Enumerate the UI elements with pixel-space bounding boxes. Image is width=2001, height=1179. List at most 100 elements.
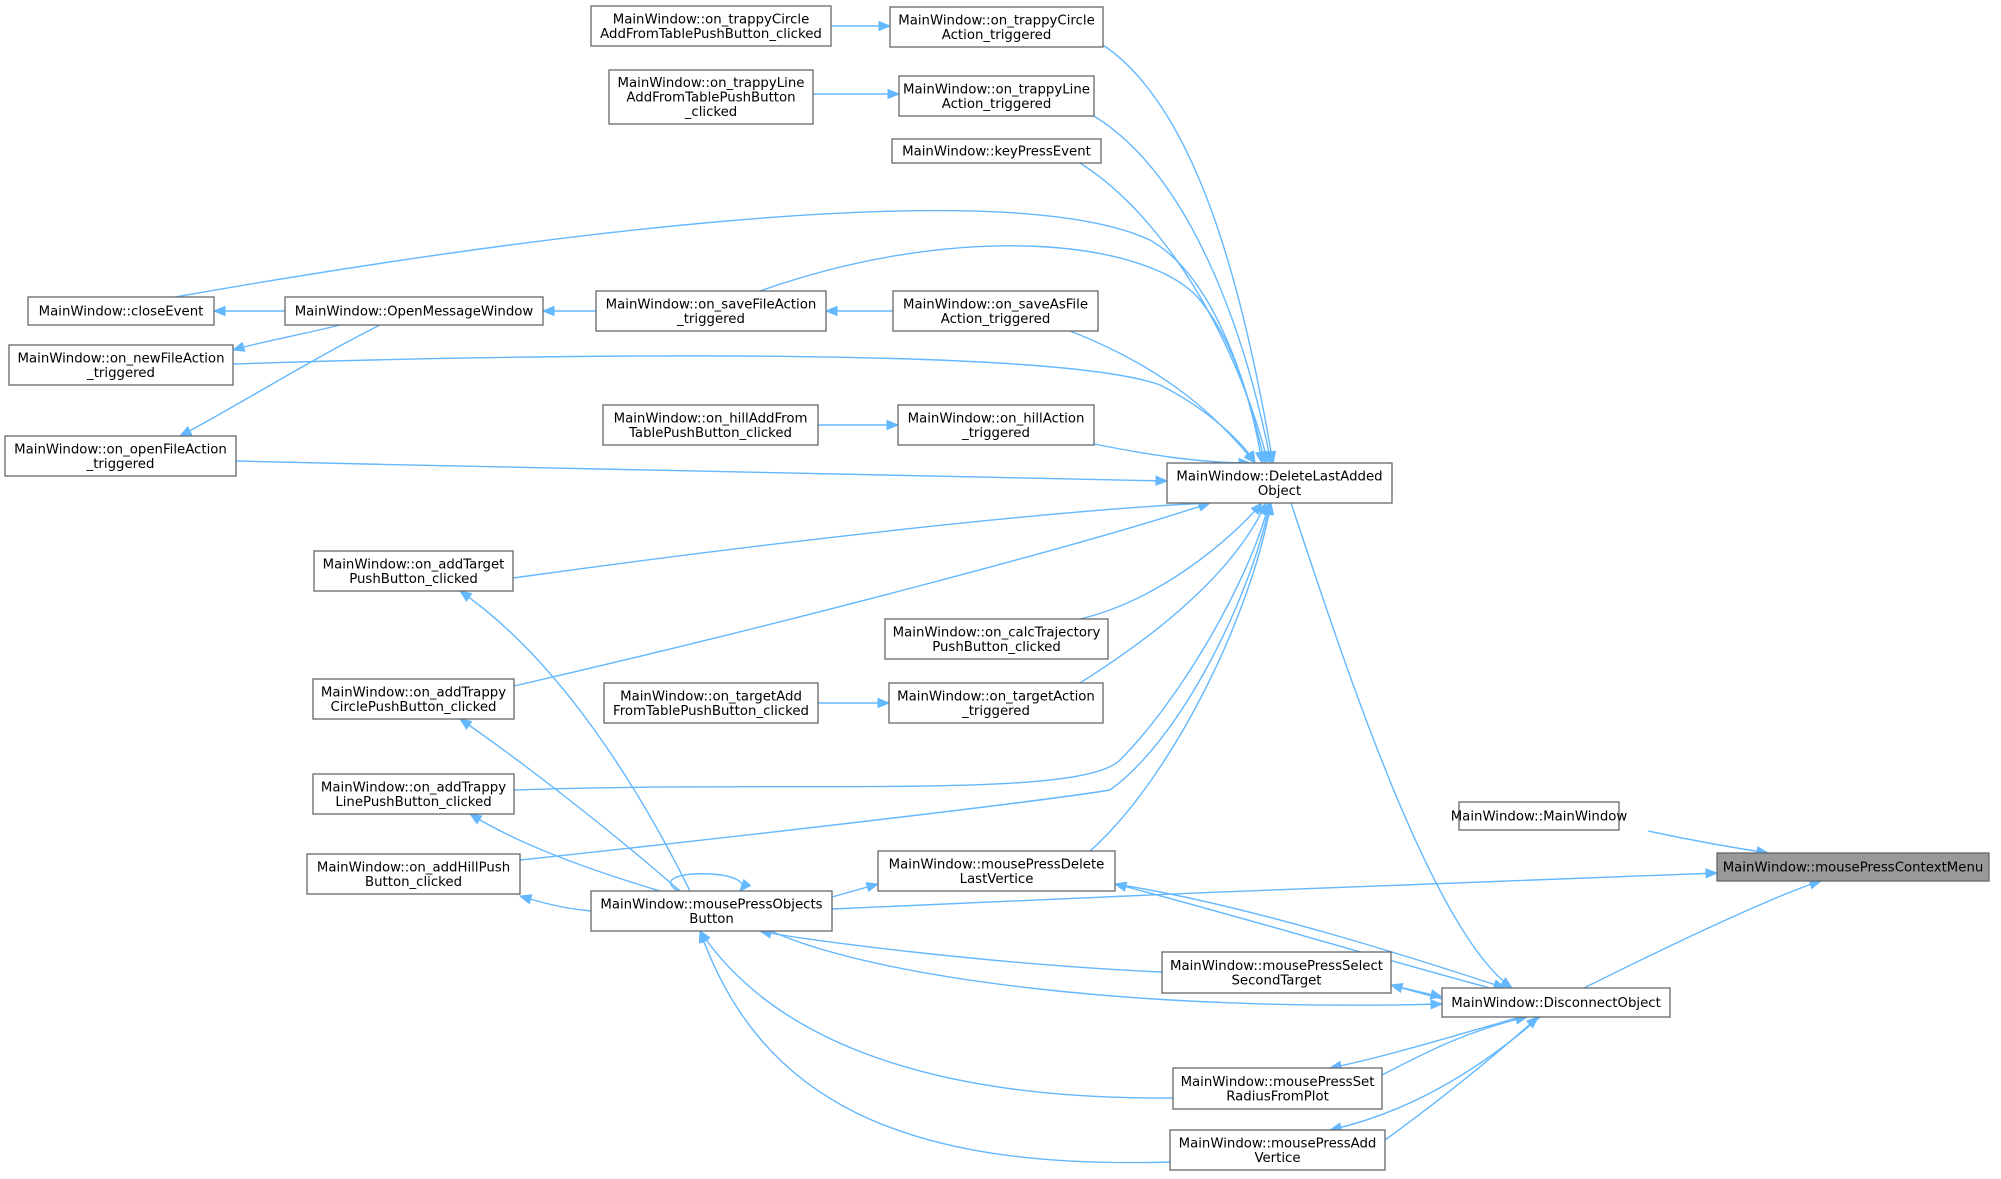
node-box [1172,1067,1383,1110]
node-box [8,344,234,386]
edge-line [459,718,681,892]
node-label-line: MainWindow::DeleteLastAdded [1176,469,1382,484]
node-box [313,550,514,592]
node-label-line: MainWindow::mousePressAdd [1179,1136,1377,1151]
node-targetAdd[interactable]: MainWindow::on_targetAddFromTablePushBut… [603,682,819,724]
edge-line [1329,1016,1521,1069]
node-box [603,682,819,724]
node-hillAdd[interactable]: MainWindow::on_hillAddFromTablePushButto… [602,404,819,446]
node-layer: MainWindow::mousePressContextMenuMainWin… [4,5,1990,1171]
edge-openFile-to-delete [235,460,1169,486]
edge-layer [174,20,1823,1164]
node-tcAdd[interactable]: MainWindow::on_trappyCircleAddFromTableP… [590,5,832,47]
node-box [590,5,832,47]
node-tlAction[interactable]: MainWindow::on_trappyLineAction_triggere… [898,75,1095,117]
node-box [884,618,1109,660]
edge-line [459,590,691,892]
node-label-line: MainWindow::on_openFileAction [14,442,227,457]
node-openMsg[interactable]: MainWindow::OpenMessageWindow [284,296,544,326]
node-label-line: _triggered [86,457,155,472]
node-label-line: _triggered [961,704,1030,719]
edge-line [513,502,1270,791]
node-label-line: MainWindow::on_saveAsFile [903,297,1088,312]
edge-disconnect-to-ctx [1583,879,1823,989]
node-tlAdd[interactable]: MainWindow::on_trappyLineAddFromTablePus… [608,69,814,125]
edge-mpObjects-to-addHill [518,894,592,912]
node-hillAction[interactable]: MainWindow::on_hillAction_triggered [897,404,1095,446]
arrowhead [458,718,473,730]
edge-line [669,873,743,892]
edge-line [1079,502,1267,684]
edge-line [1114,883,1491,989]
edge-mpObjects-to-mpObjects [669,873,752,892]
arrowhead [1263,501,1275,516]
edge-tcAction-to-delete [1102,44,1277,465]
node-box [1161,951,1392,994]
edge-mainwin-to-ctx [1647,830,1770,857]
node-label-line: MainWindow::on_addHillPush [317,860,510,875]
edge-line [699,930,1174,1099]
node-box [312,773,515,815]
node-addTarget[interactable]: MainWindow::on_addTargetPushButton_click… [313,550,514,592]
node-label-line: TablePushButton_clicked [628,426,792,441]
arrowhead [698,929,709,944]
edge-line [232,324,341,351]
node-box [888,682,1104,724]
edge-line [759,930,1163,973]
edge-line [1079,162,1269,464]
node-label-line: FromTablePushButton_clicked [613,704,809,719]
node-label-line: MainWindow::on_addTrappy [321,685,506,700]
node-addTrC[interactable]: MainWindow::on_addTrappyCirclePushButton… [312,678,515,720]
node-box [590,890,833,932]
node-newFile[interactable]: MainWindow::on_newFileAction_triggered [8,344,234,386]
node-targetAct[interactable]: MainWindow::on_targetAction_triggered [888,682,1104,724]
node-box [877,850,1116,892]
edge-mpAdd-to-mpObjects [698,929,1171,1164]
node-mainwin[interactable]: MainWindow::MainWindow [1451,801,1628,831]
edge-line [174,210,1266,464]
node-addTrL[interactable]: MainWindow::on_addTrappyLinePushButton_c… [312,773,515,815]
node-label-line: MainWindow::on_addTrappy [321,780,506,795]
node-saveAs[interactable]: MainWindow::on_saveAsFileAction_triggere… [892,290,1099,332]
node-tcAction[interactable]: MainWindow::on_trappyCircleAction_trigge… [889,6,1104,48]
node-ctx[interactable]: MainWindow::mousePressContextMenu [1716,852,1990,882]
node-label-line: MainWindow::on_saveFileAction [606,297,817,312]
node-label-line: Object [1258,484,1301,499]
node-label-line: MainWindow::DisconnectObject [1451,996,1661,1011]
edge-saveAs-to-delete [1069,330,1256,465]
arrowhead [824,305,838,317]
arrowhead [1705,868,1719,879]
node-label-line: RadiusFromPlot [1226,1089,1329,1104]
node-label-line: MainWindow::on_trappyLine [618,76,805,91]
edge-line [1093,115,1272,464]
edge-line [1290,502,1513,989]
edge-mpSelect-to-mpObjects [758,928,1163,973]
node-saveFile[interactable]: MainWindow::on_saveFileAction_triggered [595,290,827,332]
node-calcTraj[interactable]: MainWindow::on_calcTrajectoryPushButton_… [884,618,1109,660]
node-label-line: MainWindow::on_addTarget [323,557,505,572]
node-label-line: Action_triggered [942,28,1052,43]
arrowhead [1499,977,1514,989]
node-keyPress[interactable]: MainWindow::keyPressEvent [891,138,1102,164]
edge-saveFile-to-delete [759,245,1266,465]
node-openFile[interactable]: MainWindow::on_openFileAction_triggered [4,435,237,477]
arrowhead [1525,1016,1539,1029]
node-box [892,290,1099,332]
node-disconnect[interactable]: MainWindow::DisconnectObject [1441,987,1671,1018]
node-label-line: Action_triggered [942,97,1052,112]
node-box [306,853,521,895]
edge-newFile-to-delete [232,355,1256,465]
arrowhead [878,20,892,32]
node-label-line: MainWindow::MainWindow [1451,810,1628,825]
edge-disconnect-to-mpSetRad [1328,1016,1521,1071]
edge-mpObjects-to-addTrC [458,718,681,892]
node-closeEv[interactable]: MainWindow::closeEvent [27,296,215,326]
node-label-line: MainWindow::mousePressDelete [889,857,1105,872]
